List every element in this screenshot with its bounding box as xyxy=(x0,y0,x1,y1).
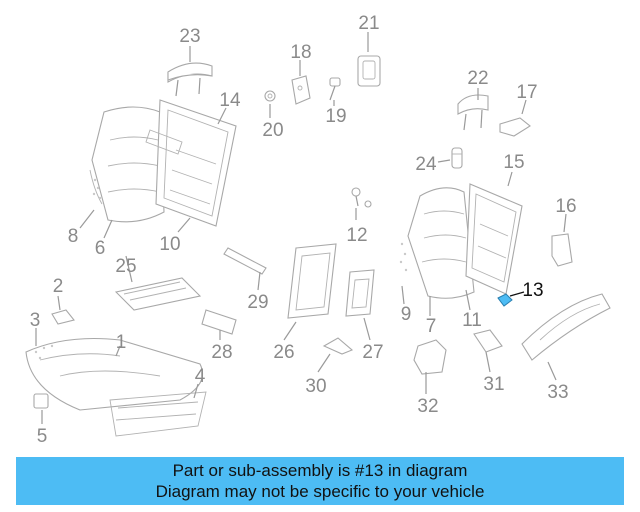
part-31-cover xyxy=(473,329,503,353)
callout-1: 1 xyxy=(116,332,127,353)
callout-19: 19 xyxy=(325,106,346,127)
part-4-seat-frame xyxy=(109,391,207,437)
callout-15: 15 xyxy=(503,152,524,173)
callout-4: 4 xyxy=(195,366,206,387)
callout-29: 29 xyxy=(247,292,268,313)
part-5-clip xyxy=(33,393,49,409)
part-14-seatback-frame xyxy=(145,99,237,227)
banner-line-disclaimer: Diagram may not be specific to your vehi… xyxy=(155,482,485,501)
callout-18: 18 xyxy=(290,42,311,63)
part-18-bracket xyxy=(291,75,311,105)
part-23-headrest xyxy=(167,62,213,97)
callout-12: 12 xyxy=(346,225,367,246)
callout-32: 32 xyxy=(417,396,438,417)
callout-9: 9 xyxy=(401,304,412,325)
callout-20: 20 xyxy=(262,120,283,141)
callout-17: 17 xyxy=(516,82,537,103)
callout-10: 10 xyxy=(159,234,180,255)
callout-21: 21 xyxy=(358,13,379,34)
callout-28: 28 xyxy=(211,342,232,363)
callout-33: 33 xyxy=(547,382,568,403)
callout-6: 6 xyxy=(95,238,106,259)
part-6-seatback-cushion xyxy=(89,106,165,223)
callout-25: 25 xyxy=(115,256,136,277)
part-26-frame xyxy=(287,243,337,319)
callout-labels: 1 2 3 4 5 6 7 8 9 10 11 12 13 14 15 16 1… xyxy=(30,13,577,447)
callout-2: 2 xyxy=(53,276,64,297)
part-16-trim xyxy=(551,233,573,267)
part-2-clip xyxy=(51,309,75,325)
callout-31: 31 xyxy=(483,374,504,395)
callout-23: 23 xyxy=(179,26,200,47)
part-21-clip xyxy=(357,55,381,87)
part-24-bushing xyxy=(451,147,463,169)
info-banner: Part or sub-assembly is #13 in diagram D… xyxy=(16,457,624,505)
callout-16: 16 xyxy=(555,196,576,217)
callout-22: 22 xyxy=(467,68,488,89)
part-17-latch xyxy=(499,117,531,137)
callout-8: 8 xyxy=(68,226,79,247)
part-1-seat-cushion xyxy=(25,338,204,411)
part-22-headrest xyxy=(457,94,489,131)
callout-24: 24 xyxy=(415,154,437,175)
part-28-clip xyxy=(201,309,237,335)
leader-lines xyxy=(35,32,567,424)
callout-13: 13 xyxy=(522,280,543,301)
callout-30: 30 xyxy=(305,376,326,397)
callout-3: 3 xyxy=(30,310,41,331)
callout-7: 7 xyxy=(426,316,437,337)
part-13-fastener xyxy=(497,293,513,307)
part-15-seatback-frame xyxy=(465,183,523,295)
part-27-bracket xyxy=(345,269,375,317)
part-25-panel xyxy=(114,277,202,311)
banner-line-part: Part or sub-assembly is #13 in diagram xyxy=(172,461,468,480)
callout-27: 27 xyxy=(362,342,383,363)
callout-26: 26 xyxy=(273,342,294,363)
callout-14: 14 xyxy=(219,90,241,111)
callout-5: 5 xyxy=(37,426,48,447)
part-12-bolt xyxy=(351,187,372,208)
part-7-seatback-cushion xyxy=(399,187,475,299)
part-30-hook xyxy=(322,337,354,355)
callout-11: 11 xyxy=(462,310,482,331)
part-20-nut xyxy=(264,90,276,102)
part-33-armrest xyxy=(521,293,611,361)
part-32-bracket xyxy=(413,339,447,375)
part-19-bolt xyxy=(329,77,341,101)
part-29-strip xyxy=(223,247,267,275)
